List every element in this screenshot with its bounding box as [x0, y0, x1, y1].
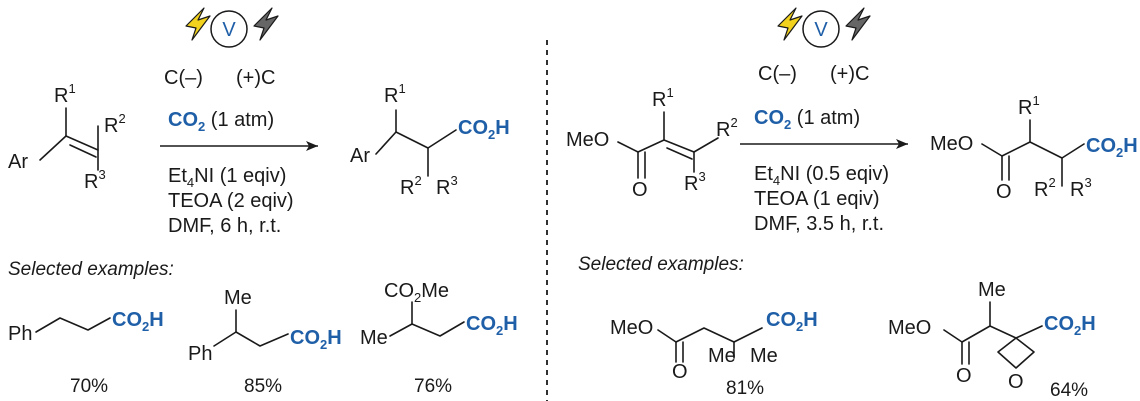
left-panel: V C(–) (+)C CO2 (1 atm) Et4NI (1 eqiv) T…	[8, 7, 518, 397]
example-o: O	[956, 365, 972, 387]
example-yield: 76%	[414, 376, 452, 397]
right-arrow-head	[896, 139, 908, 149]
product-ar: Ar	[350, 145, 370, 167]
left-arrow-head	[306, 141, 318, 151]
voltmeter-letter: V	[814, 19, 828, 41]
right-example-1: MeO O Me Me CO2H 81%	[610, 309, 818, 399]
reactant-r2: R2	[716, 115, 738, 141]
voltmeter-icon	[210, 10, 248, 48]
example-ester: CO2Me	[384, 280, 449, 305]
right-reactant-structure: MeO O R1 R2 R3	[566, 85, 738, 201]
left-electrochem-icon: V	[185, 7, 279, 48]
example-meo: MeO	[888, 317, 931, 339]
product-r3: R3	[1070, 175, 1092, 201]
right-reagent-3: DMF, 3.5 h, r.t.	[754, 213, 884, 235]
right-reagent-2: TEOA (1 eqiv)	[754, 188, 880, 210]
right-example-2: MeO O Me O CO2H 64%	[888, 279, 1096, 401]
product-r1: R1	[384, 81, 406, 107]
reactant-o: O	[632, 179, 648, 201]
example-me: Me	[224, 287, 252, 309]
example-ph: Ph	[8, 323, 32, 345]
left-reagent-2: TEOA (2 eqiv)	[168, 190, 294, 212]
product-meo: MeO	[930, 133, 973, 155]
right-electrode-right: (+)C	[830, 63, 869, 85]
reactant-meo: MeO	[566, 129, 609, 151]
left-reactant-structure: Ar R1 R2 R3	[8, 81, 126, 193]
example-me: Me	[978, 279, 1006, 301]
example-acid: CO2H	[466, 313, 518, 338]
example-yield: 81%	[726, 378, 764, 399]
voltmeter-icon	[802, 10, 840, 48]
reactant-r1: R1	[652, 85, 674, 111]
example-ring-o: O	[1008, 371, 1024, 393]
left-example-2: Ph Me CO2H 85%	[188, 287, 342, 397]
reactant-ar: Ar	[8, 151, 28, 173]
example-me: Me	[708, 345, 736, 367]
example-acid: CO2H	[1044, 313, 1096, 338]
right-examples-heading: Selected examples:	[578, 254, 744, 275]
voltmeter-letter: V	[222, 19, 236, 41]
left-electrode-right: (+)C	[236, 67, 275, 89]
product-acid: CO2H	[1086, 135, 1138, 160]
product-r1: R1	[1018, 93, 1040, 119]
reactant-r2: R2	[104, 111, 126, 137]
reactant-r3: R3	[684, 169, 706, 195]
left-reagent-1: Et4NI (1 eqiv)	[168, 165, 286, 190]
left-electrode-left: C(–)	[164, 67, 203, 89]
lightning-bolt-icon	[185, 7, 211, 41]
example-yield: 64%	[1050, 380, 1088, 401]
example-yield: 85%	[244, 376, 282, 397]
reactant-r3: R3	[84, 167, 106, 193]
example-meo: MeO	[610, 317, 653, 339]
example-ph: Ph	[188, 343, 212, 365]
right-reagent-1: Et4NI (0.5 eqiv)	[754, 163, 889, 188]
example-yield: 70%	[70, 376, 108, 397]
lightning-bolt-gray-icon	[845, 7, 871, 41]
right-panel: V C(–) (+)C CO2 (1 atm) Et4NI (0.5 eqiv)…	[566, 7, 1138, 401]
left-reagent-3: DMF, 6 h, r.t.	[168, 215, 281, 237]
right-electrode-left: C(–)	[758, 63, 797, 85]
left-product-structure: Ar R1 CO2H R2 R3	[350, 81, 510, 199]
example-me: Me	[750, 345, 778, 367]
lightning-bolt-gray-icon	[253, 7, 279, 41]
product-r3: R3	[436, 173, 458, 199]
left-example-1: Ph CO2H 70%	[8, 309, 164, 397]
product-o: O	[996, 181, 1012, 203]
product-r2: R2	[1034, 175, 1056, 201]
left-co2-condition: CO2 (1 atm)	[168, 109, 274, 134]
reactant-r1: R1	[54, 81, 76, 107]
lightning-bolt-icon	[777, 7, 803, 41]
product-r2: R2	[400, 173, 422, 199]
left-examples-heading: Selected examples:	[8, 259, 174, 280]
product-acid: CO2H	[458, 117, 510, 142]
example-acid: CO2H	[766, 309, 818, 334]
right-product-structure: MeO O R1 CO2H R2 R3	[930, 93, 1138, 203]
right-electrochem-icon: V	[777, 7, 871, 48]
right-co2-condition: CO2 (1 atm)	[754, 107, 860, 132]
example-o: O	[672, 361, 688, 383]
left-example-3: CO2Me Me CO2H 76%	[360, 280, 518, 397]
example-me: Me	[360, 327, 388, 349]
example-acid: CO2H	[290, 327, 342, 352]
example-acid: CO2H	[112, 309, 164, 334]
